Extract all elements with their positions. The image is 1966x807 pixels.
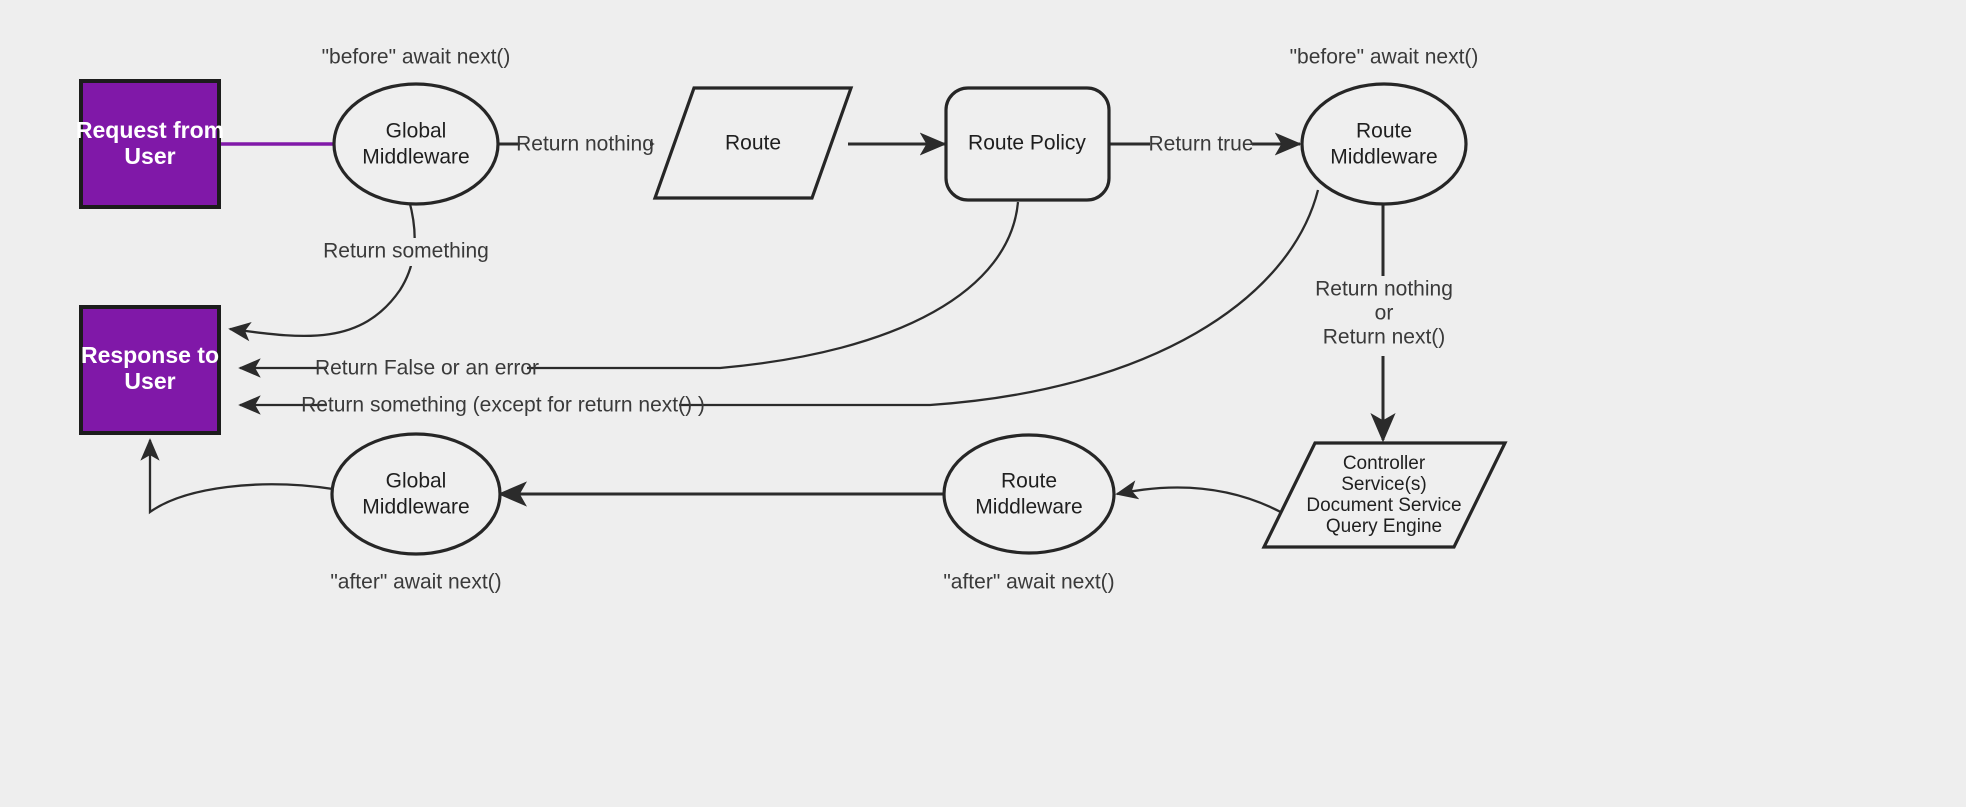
route-label: Route: [725, 132, 781, 155]
edge-label-return-nothing: Return nothing: [516, 133, 654, 156]
node-route-middleware-top[interactable]: Route Middleware: [1300, 82, 1468, 206]
edge-route-policy-return-false: [238, 201, 1020, 378]
request-box-label-line1: Request from: [76, 117, 224, 143]
label-bg-return-false-or-error: [327, 355, 527, 383]
node-global-middleware-top[interactable]: Global Middleware: [332, 82, 500, 206]
edge-controller-to-route-middleware-bottom: [1115, 480, 1289, 517]
annotation-after-global-middleware: "after" await next(): [330, 571, 501, 594]
response-box-label-line1: Response to: [81, 342, 219, 368]
edge-label-return-something-except: Return something (except for return next…: [301, 394, 705, 417]
label-bg-route-middleware-output: [1313, 276, 1455, 356]
route-middleware-bottom-shape: [942, 433, 1116, 555]
edge-label-route-mw-out-line2: or: [1375, 302, 1394, 325]
route-shape: [652, 86, 854, 200]
global-middleware-top-shape: [332, 82, 500, 206]
global-middleware-top-label-line1: Global: [386, 120, 447, 143]
controller-label-line2: Service(s): [1341, 474, 1427, 495]
route-middleware-top-label-line2: Middleware: [1330, 146, 1437, 169]
route-middleware-bottom-label-line1: Route: [1001, 470, 1057, 493]
controller-label-line3: Document Service: [1306, 495, 1461, 516]
controller-shape: [1261, 441, 1508, 549]
global-middleware-bottom-label-line2: Middleware: [362, 496, 469, 519]
label-bg-return-something-except: [327, 392, 679, 420]
edge-label-route-mw-out-line1: Return nothing: [1315, 278, 1453, 301]
request-box-label-line2: User: [124, 143, 175, 169]
response-box-shape: [79, 305, 221, 435]
edge-route-middleware-return-something-except: [238, 189, 1320, 415]
label-bg-return-something: [328, 238, 484, 266]
annotation-before-global-middleware: "before" await next(): [322, 46, 511, 69]
label-bg-return-true: [1150, 131, 1252, 157]
node-route-middleware-bottom[interactable]: Route Middleware: [942, 433, 1116, 555]
edge-global-middleware-bottom-to-response: [140, 438, 334, 515]
request-box-shape: [79, 79, 221, 209]
edge-global-middleware-return-something: [228, 199, 416, 342]
node-global-middleware-bottom[interactable]: Global Middleware: [330, 432, 502, 556]
edge-label-return-false-or-error: Return False or an error: [315, 357, 539, 380]
route-policy-shape: [944, 86, 1111, 202]
global-middleware-top-label-line2: Middleware: [362, 146, 469, 169]
node-route[interactable]: Route: [652, 86, 854, 200]
response-box-label-line2: User: [124, 368, 175, 394]
edge-label-route-mw-out-line3: Return next(): [1323, 326, 1446, 349]
edge-label-return-something: Return something: [323, 240, 489, 263]
route-middleware-top-shape: [1300, 82, 1468, 206]
controller-label-line1: Controller: [1343, 453, 1426, 474]
node-controller-services[interactable]: Controller Service(s) Document Service Q…: [1261, 441, 1508, 549]
node-response-to-user[interactable]: Response to User: [79, 305, 221, 435]
global-middleware-bottom-shape: [330, 432, 502, 556]
label-bg-return-nothing: [520, 131, 650, 157]
node-route-policy[interactable]: Route Policy: [944, 86, 1111, 202]
controller-label-line4: Query Engine: [1326, 516, 1442, 537]
route-policy-label: Route Policy: [968, 132, 1086, 155]
route-middleware-bottom-label-line2: Middleware: [975, 496, 1082, 519]
global-middleware-bottom-label-line1: Global: [386, 470, 447, 493]
annotation-after-route-middleware: "after" await next(): [943, 571, 1114, 594]
edge-label-return-true: Return true: [1148, 133, 1253, 156]
node-request-from-user[interactable]: Request from User: [76, 79, 224, 209]
annotation-before-route-middleware: "before" await next(): [1290, 46, 1479, 69]
route-middleware-top-label-line1: Route: [1356, 120, 1412, 143]
